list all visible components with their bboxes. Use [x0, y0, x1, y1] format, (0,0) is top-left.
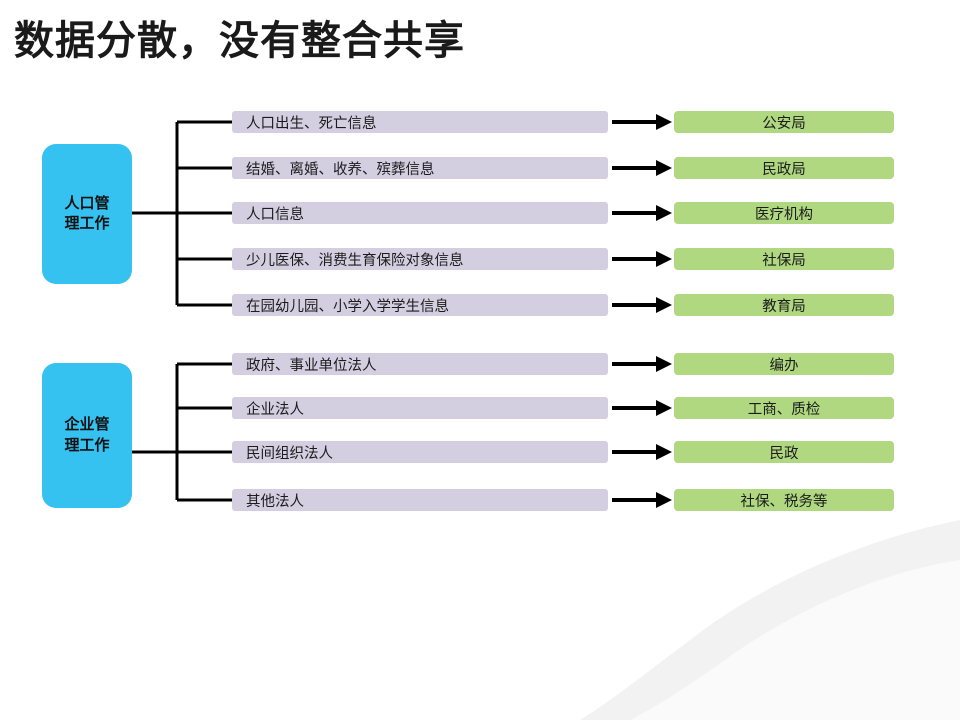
arrow-icon	[612, 297, 672, 313]
arrow-icon	[612, 356, 672, 372]
arrow-icon	[612, 160, 672, 176]
data-bar[interactable]: 结婚、离婚、收养、殡葬信息	[232, 157, 608, 179]
agency-box[interactable]: 民政局	[674, 157, 894, 179]
data-bar[interactable]: 人口出生、死亡信息	[232, 111, 608, 133]
group-label-line2: 理工作	[64, 436, 110, 454]
arrow-icon	[612, 400, 672, 416]
arrow-icon	[612, 114, 672, 130]
data-bar[interactable]: 在园幼儿园、小学入学学生信息	[232, 294, 608, 316]
agency-box[interactable]: 民政	[674, 441, 894, 463]
group-label-line1: 企业管	[64, 416, 110, 434]
data-bar[interactable]: 企业法人	[232, 397, 608, 419]
data-bar[interactable]: 政府、事业单位法人	[232, 353, 608, 375]
agency-box[interactable]: 公安局	[674, 111, 894, 133]
arrow-icon	[612, 205, 672, 221]
group-box-population[interactable]: 人口管 理工作	[42, 144, 132, 284]
group-box-enterprise[interactable]: 企业管 理工作	[42, 363, 132, 508]
arrow-icon	[612, 251, 672, 267]
data-bar[interactable]: 民间组织法人	[232, 441, 608, 463]
page-title: 数据分散，没有整合共享	[14, 19, 465, 63]
data-bar[interactable]: 少儿医保、消费生育保险对象信息	[232, 248, 608, 270]
group-label-line1: 人口管	[64, 194, 110, 212]
group-label-line2: 理工作	[64, 215, 110, 232]
agency-box[interactable]: 医疗机构	[674, 202, 894, 224]
agency-box[interactable]: 工商、质检	[674, 397, 894, 419]
data-bar[interactable]: 其他法人	[232, 489, 608, 511]
data-bar[interactable]: 人口信息	[232, 202, 608, 224]
agency-box[interactable]: 社保、税务等	[674, 489, 894, 511]
agency-box[interactable]: 社保局	[674, 248, 894, 270]
agency-box[interactable]: 编办	[674, 353, 894, 375]
arrow-icon	[612, 492, 672, 508]
agency-box[interactable]: 教育局	[674, 294, 894, 316]
arrow-icon	[612, 444, 672, 460]
